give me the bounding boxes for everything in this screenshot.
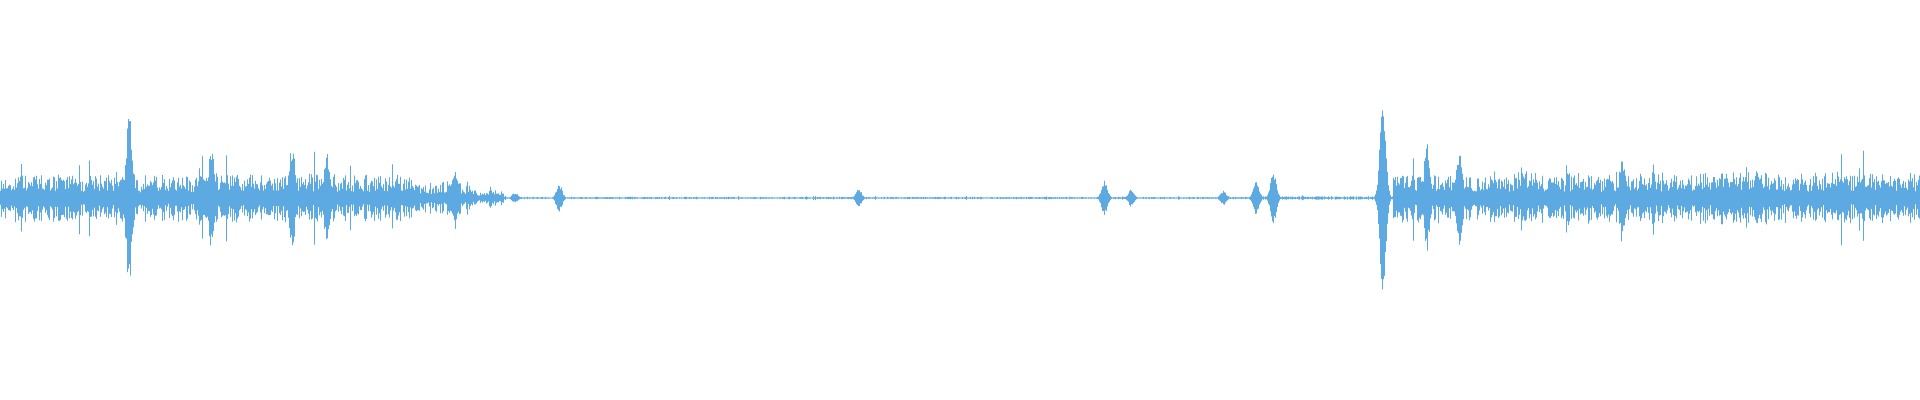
waveform-trace bbox=[0, 110, 1920, 290]
